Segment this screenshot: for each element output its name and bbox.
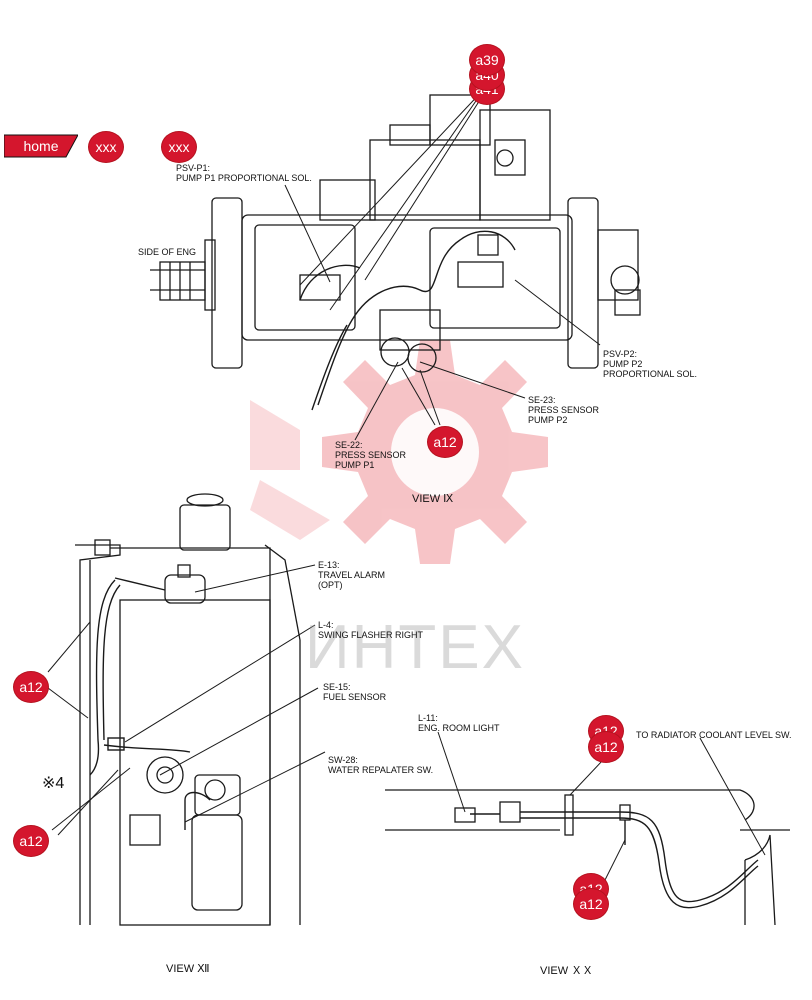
label-se-23-line3: PUMP P2 [528, 415, 568, 425]
label-sw-28-line2: WATER REPALATER SW. [328, 765, 434, 775]
next-button[interactable]: xxx [162, 132, 196, 162]
label-radiator: TO RADIATOR COOLANT LEVEL SW. [636, 730, 792, 740]
callout-a12[interactable]: a12 [14, 826, 48, 856]
label-psv-p1-line2: PUMP P1 PROPORTIONAL SOL. [176, 173, 312, 183]
label-e-13-line3: (OPT) [318, 580, 343, 590]
label-psv-p1-line1: PSV-P1: [176, 163, 211, 173]
label-se-23-line1: SE-23: [528, 395, 556, 405]
label-e-13: E-13: TRAVEL ALARM (OPT) [318, 560, 385, 590]
home-shape-icon [4, 134, 78, 158]
label-l-11-line1: L-11: [418, 713, 438, 723]
label-se-22-line3: PUMP P1 [335, 460, 375, 470]
label-se-22: SE-22: PRESS SENSOR PUMP P1 [335, 440, 406, 470]
label-se-22-line1: SE-22: [335, 440, 363, 450]
watermark-text: ИНТЕХ [305, 613, 525, 682]
callout-a12[interactable]: a12 [589, 732, 623, 762]
label-se-22-line2: PRESS SENSOR [335, 450, 407, 460]
view-xx-title: VIEW ＸＸ [540, 965, 594, 977]
label-l-4: L-4: SWING FLASHER RIGHT [318, 620, 423, 640]
callout-a12[interactable]: a12 [428, 427, 462, 457]
pump-assembly [150, 94, 641, 373]
view-xii-title: VIEW Ⅻ [166, 963, 210, 975]
label-psv-p2-line3: PROPORTIONAL SOL. [603, 369, 698, 379]
label-e-13-line2: TRAVEL ALARM [318, 570, 386, 580]
label-sw-28-line1: SW-28: [328, 755, 358, 765]
label-psv-p2-line2: PUMP P2 [603, 359, 643, 369]
callout-a12[interactable]: a12 [574, 889, 608, 919]
fuel-tank-assembly [75, 493, 301, 926]
label-se-15-line1: SE-15: [323, 682, 351, 692]
label-e-13-line1: E-13: [318, 560, 340, 570]
callout-a12[interactable]: a12 [14, 672, 48, 702]
prev-button[interactable]: xxx [89, 132, 123, 162]
label-se-15-line2: FUEL SENSOR [323, 692, 387, 702]
note-mark-4: ※4 [42, 775, 65, 792]
label-se-23: SE-23: PRESS SENSOR PUMP P2 [528, 395, 599, 425]
label-se-23-line2: PRESS SENSOR [528, 405, 600, 415]
label-psv-p1: PSV-P1: PUMP P1 PROPORTIONAL SOL. [176, 163, 312, 183]
label-psv-p2-line1: PSV-P2: [603, 349, 638, 359]
callout-a39[interactable]: a39 [470, 45, 504, 75]
label-se-15: SE-15: FUEL SENSOR [323, 682, 386, 702]
home-label: home [23, 138, 59, 154]
label-l-11-line2: ENG. ROOM LIGHT [418, 723, 500, 733]
label-l-11: L-11: ENG. ROOM LIGHT [418, 713, 500, 733]
label-sw-28: SW-28: WATER REPALATER SW. [328, 755, 433, 775]
home-button[interactable]: home [4, 133, 78, 159]
label-side-of-eng: SIDE OF ENG [138, 247, 197, 257]
view-ix-title: VIEW Ⅸ [412, 493, 454, 505]
label-psv-p2: PSV-P2: PUMP P2 PROPORTIONAL SOL. [603, 349, 697, 379]
label-l-4-line1: L-4: [318, 620, 334, 630]
label-l-4-line2: SWING FLASHER RIGHT [318, 630, 424, 640]
